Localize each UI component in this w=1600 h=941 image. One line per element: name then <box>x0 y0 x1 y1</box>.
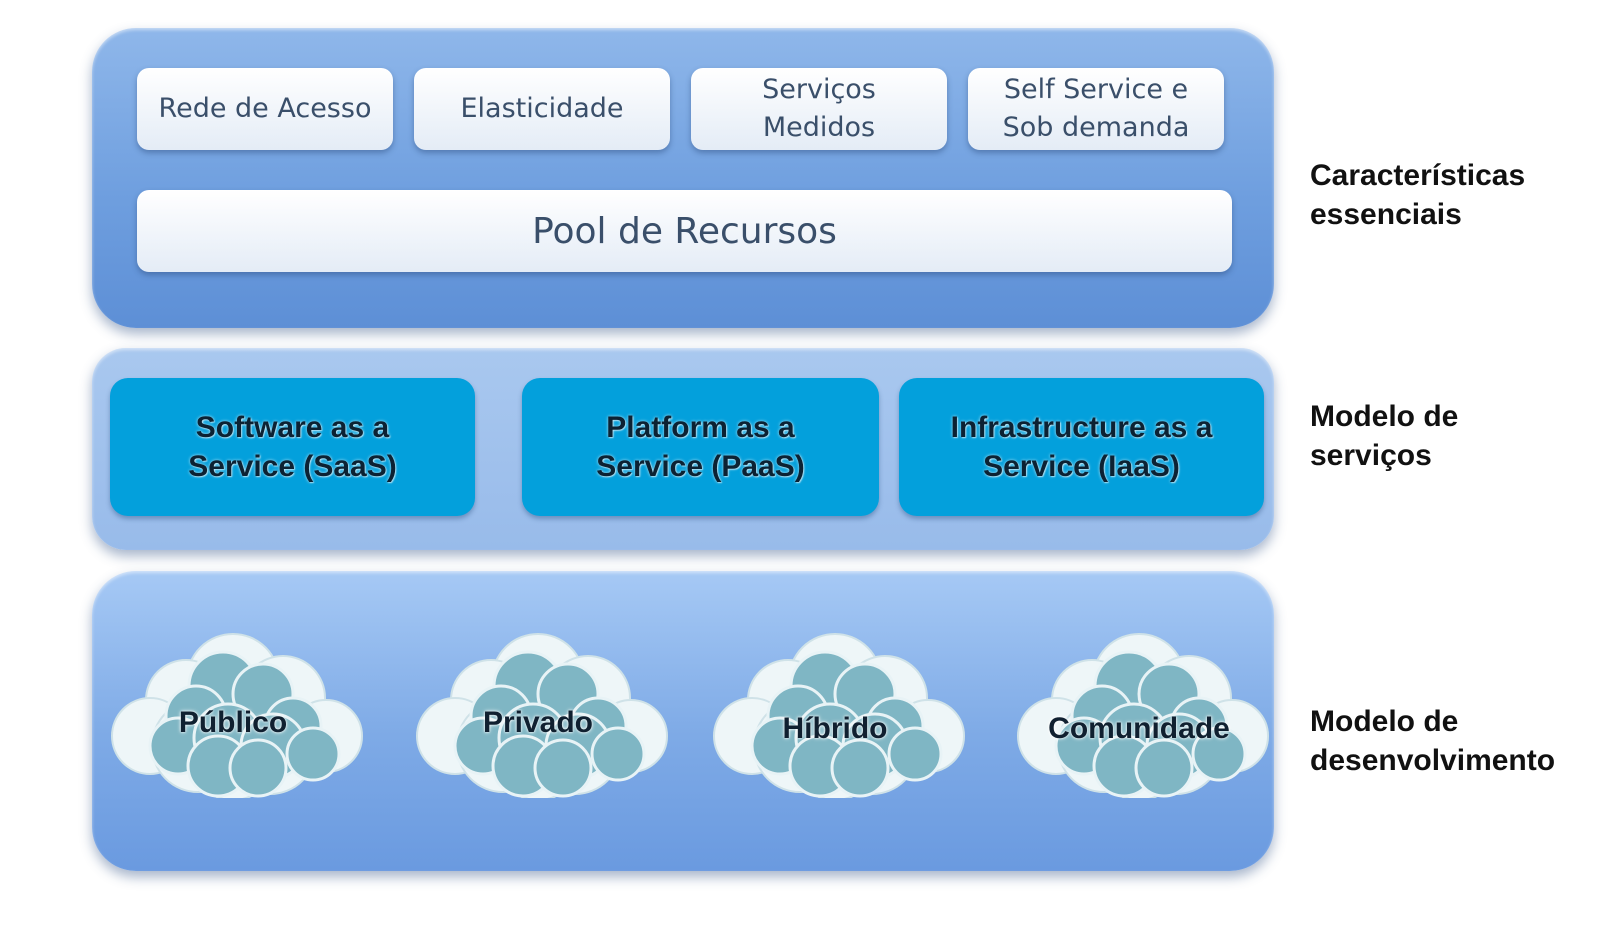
cloud-publico: Público <box>98 628 368 798</box>
chip-rede-de-acesso: Rede de Acesso <box>137 68 393 150</box>
cloud-icon <box>416 633 668 798</box>
cloud-hibrido: Híbrido <box>700 628 970 798</box>
cloud-label-comunidade: Comunidade <box>1048 712 1230 745</box>
cloud-label-hibrido: Híbrido <box>782 712 888 745</box>
cloud-label-privado: Privado <box>482 706 594 739</box>
pool-de-recursos: Pool de Recursos <box>137 190 1232 272</box>
label-modelo-de-servicos: Modelo de serviços <box>1310 400 1459 472</box>
cloud-privado: Privado <box>403 628 673 798</box>
cloud-icon <box>111 633 363 798</box>
chip-self-service: Self Service e Sob demanda <box>968 68 1224 150</box>
chip-servicos-medidos: Serviços Medidos <box>691 68 947 150</box>
chip-elasticidade: Elasticidade <box>414 68 670 150</box>
service-saas: Software as a Service (SaaS) <box>110 378 475 516</box>
service-iaas: Infrastructure as a Service (IaaS) <box>899 378 1264 516</box>
cloud-icon <box>713 633 965 798</box>
service-paas: Platform as a Service (PaaS) <box>522 378 879 516</box>
cloud-comunidade: Comunidade <box>1004 628 1274 798</box>
cloud-icon <box>1017 633 1269 798</box>
cloud-label-publico: Público <box>178 706 288 739</box>
label-modelo-de-desenvolvimento: Modelo de desenvolvimento <box>1310 705 1556 777</box>
label-caracteristicas-essenciais: Características essenciais <box>1310 159 1526 231</box>
